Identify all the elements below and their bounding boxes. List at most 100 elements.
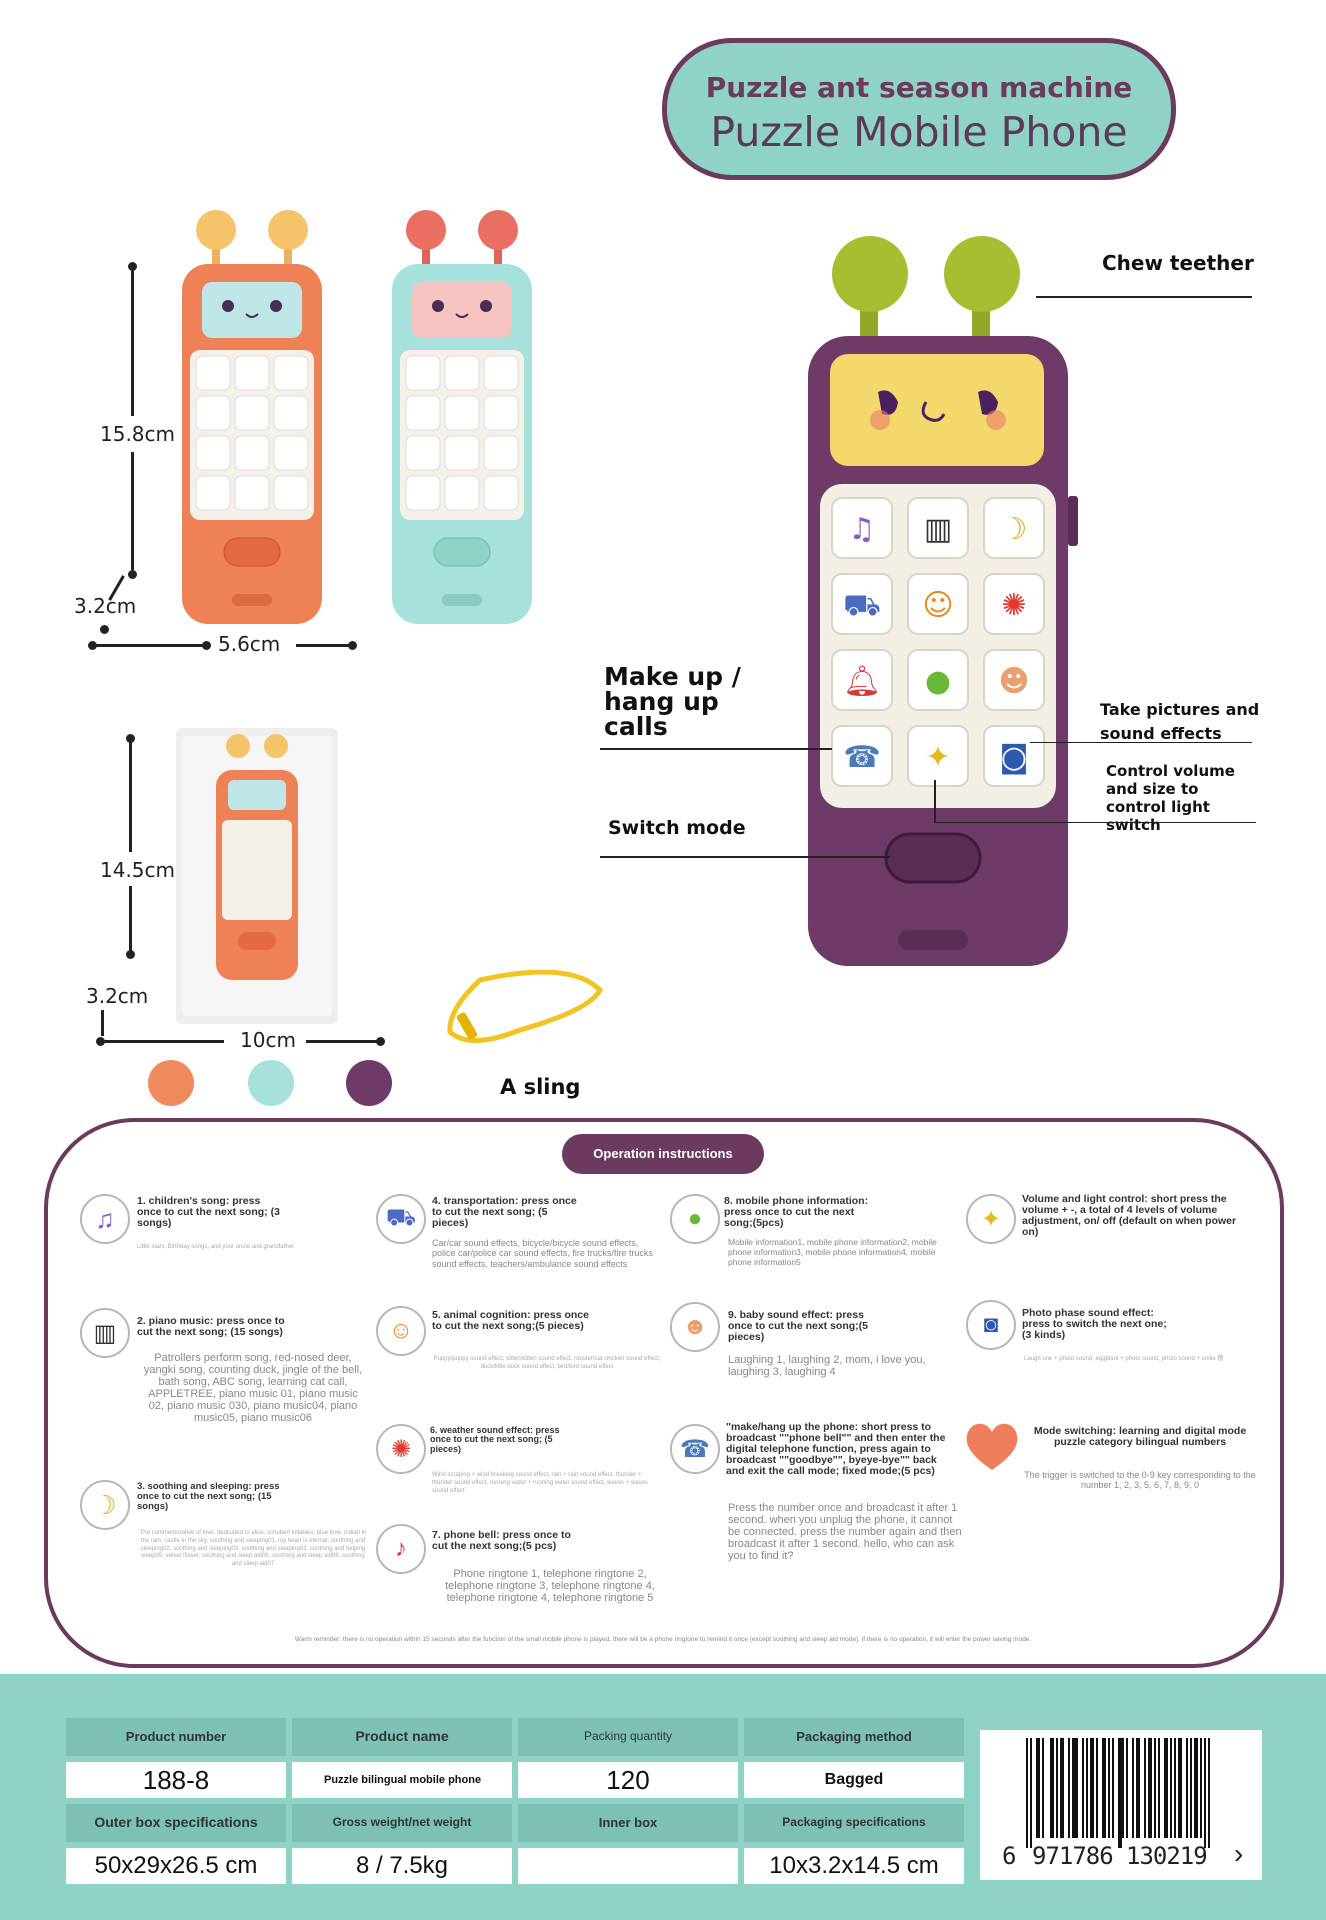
chew-teether-label: Chew teether — [1102, 251, 1254, 275]
dim-height-label: 15.8cm — [100, 422, 176, 446]
instruction-6-title: 6. weather sound effect: press once to c… — [430, 1425, 560, 1454]
value-outer-box: 50x29x26.5 cm — [66, 1848, 286, 1884]
volume-label: Control volume and size to control light… — [1106, 762, 1235, 834]
dim-line-horizontal — [306, 1040, 380, 1043]
barcode-bar — [1078, 1738, 1080, 1838]
barcode-bar — [1034, 1738, 1036, 1838]
barcode-digits-right: 130219 — [1126, 1842, 1208, 1870]
instruction-12-desc: Laugh one + photo sound, eggplant + phot… — [1024, 1356, 1224, 1362]
barcode-bar — [1124, 1738, 1126, 1838]
instruction-10-desc: Press the number once and broadcast it a… — [728, 1502, 962, 1563]
barcode-bar — [1048, 1738, 1050, 1838]
barcode-bar — [1076, 1738, 1078, 1838]
barcode-bar — [1128, 1738, 1130, 1838]
callout-line — [600, 748, 832, 750]
barcode-bar — [1026, 1738, 1028, 1848]
barcode-arrow: › — [1234, 1838, 1244, 1869]
instruction-10-title: "make/hang up the phone: short press to … — [726, 1421, 946, 1478]
color-swatch-orange — [148, 1060, 194, 1106]
barcode-bar — [1062, 1738, 1064, 1838]
barcode-bar — [1030, 1738, 1032, 1848]
instruction-12-title: Photo phase sound effect: press to switc… — [1022, 1307, 1167, 1342]
barcode-digit-first: 6 — [1002, 1842, 1017, 1870]
barcode-bar — [1140, 1738, 1142, 1838]
warm-reminder: Warm reminder: there is no operation wit… — [294, 1636, 1032, 1643]
barcode-bar — [1138, 1738, 1140, 1838]
barcode-bar — [1032, 1738, 1034, 1838]
barcode-bar — [1178, 1738, 1180, 1838]
svg-text:⛟: ⛟ — [843, 588, 881, 623]
barcode-bar — [1066, 1738, 1068, 1838]
barcode-bar — [1080, 1738, 1082, 1838]
barcode-bar — [1092, 1738, 1094, 1838]
header-product-name: Product name — [292, 1718, 512, 1756]
title-line2: Puzzle Mobile Phone — [710, 108, 1128, 156]
header-packaging-method: Packaging method — [744, 1718, 964, 1756]
barcode-bar — [1086, 1738, 1088, 1838]
color-swatch-purple — [346, 1060, 392, 1106]
barcode-bar — [1156, 1738, 1158, 1838]
pictures-label: Take pictures and sound effects — [1100, 700, 1260, 743]
value-product-name: Puzzle bilingual mobile phone — [292, 1762, 512, 1798]
header-weight: Gross weight/net weight — [292, 1804, 512, 1842]
instruction-7-title: 7. phone bell: press once to cut the nex… — [432, 1529, 571, 1553]
barcode-bar — [1180, 1738, 1182, 1838]
barcode-bar — [1192, 1738, 1194, 1838]
svg-text:☽: ☽ — [1001, 512, 1028, 547]
value-product-number: 188-8 — [66, 1762, 286, 1798]
barcode-bar — [1056, 1738, 1058, 1838]
dim-line-vertical — [129, 738, 132, 852]
barcode-bar — [1064, 1738, 1066, 1838]
value-packaging-specs: 10x3.2x14.5 cm — [744, 1848, 964, 1884]
header-outer-box: Outer box specifications — [66, 1804, 286, 1842]
instruction-9-desc: Laughing 1, laughing 2, mom, i love you,… — [728, 1354, 926, 1379]
svg-text:●: ● — [925, 664, 951, 699]
barcode-bar — [1188, 1738, 1190, 1838]
dim-dot — [376, 1037, 385, 1046]
svg-text:▥: ▥ — [924, 512, 952, 547]
baby-face-icon: ☻ — [670, 1302, 720, 1352]
barcode-bar — [1052, 1738, 1054, 1838]
instruction-2-title: 2. piano music: press once to cut the ne… — [137, 1315, 285, 1339]
barcode-bar — [1068, 1738, 1070, 1838]
barcode-bar — [1074, 1738, 1076, 1838]
barcode-bar — [1148, 1738, 1150, 1838]
barcode-bar — [1058, 1738, 1060, 1838]
instruction-1-title: 1. children's song: press once to cut th… — [137, 1195, 280, 1230]
dim-line-vertical — [101, 1010, 104, 1036]
barcode-bar — [1106, 1738, 1108, 1838]
barcode-bar — [1112, 1738, 1114, 1838]
svg-text:✦: ✦ — [925, 740, 950, 775]
phone-icon: ☎ — [670, 1424, 720, 1474]
barcode-bar — [1182, 1738, 1184, 1838]
barcode-bar — [1134, 1738, 1136, 1838]
instructions-tab: Operation instructions — [562, 1134, 764, 1174]
barcode-bar — [1102, 1738, 1104, 1838]
dim-line-horizontal — [296, 644, 350, 647]
dim-dot — [128, 570, 137, 579]
instruction-4-desc: Car/car sound effects, bicycle/bicycle s… — [432, 1238, 653, 1269]
barcode-bar — [1108, 1738, 1110, 1838]
title-line1: Puzzle ant season machine — [705, 71, 1133, 104]
barcode-bar — [1144, 1738, 1146, 1838]
callout-line — [600, 856, 890, 858]
callout-line — [1030, 742, 1252, 743]
barcode-bar — [1094, 1738, 1096, 1838]
barcode-bar — [1072, 1738, 1074, 1838]
barcode-bar — [1204, 1738, 1206, 1848]
phone-mint-image — [386, 208, 538, 628]
dim-dot — [126, 950, 135, 959]
barcode-bar — [1096, 1738, 1098, 1838]
barcode-bar — [1190, 1738, 1192, 1838]
instruction-9-title: 9. baby sound effect: press once to cut … — [728, 1309, 869, 1344]
color-swatch-mint — [248, 1060, 294, 1106]
header-packaging-specs: Packaging specifications — [744, 1804, 964, 1842]
sling-image — [440, 969, 610, 1070]
instruction-13-desc: The trigger is switched to the 0-9 key c… — [1024, 1470, 1256, 1491]
svg-text:🔔︎: 🔔︎ — [843, 664, 881, 699]
barcode-bar — [1194, 1738, 1196, 1838]
instruction-5-desc: Puppy/puppy sound effect, kitten/kitten … — [433, 1356, 661, 1370]
header-inner-box: Inner box — [518, 1804, 738, 1842]
barcode-bar — [1088, 1738, 1090, 1838]
value-packing-quantity: 120 — [518, 1762, 738, 1798]
